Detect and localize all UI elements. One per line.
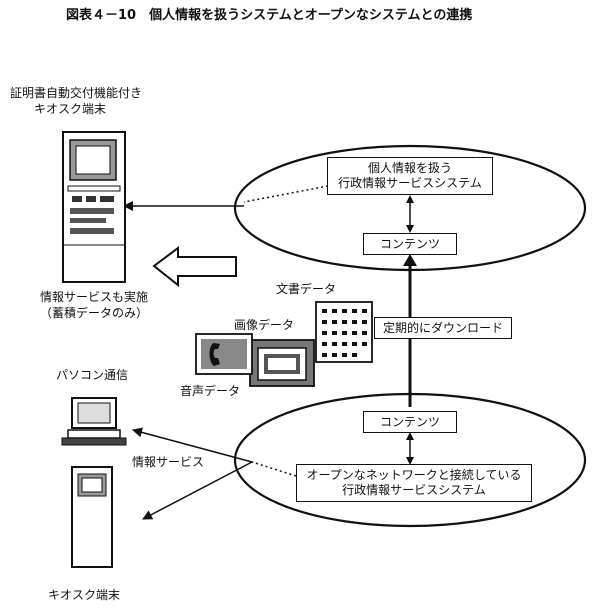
audio-data-label: 音声データ — [180, 384, 241, 398]
lower-system-box: オープンなネットワークと接続している 行政情報サービスシステム — [296, 464, 532, 502]
lower-dotted-link — [251, 461, 297, 477]
bottom-kiosk-icon — [71, 466, 113, 568]
pc-label: パソコン通信 — [56, 368, 129, 382]
pc-icon — [61, 397, 127, 446]
kiosk-top-label-line1: 証明書自動交付機能付き — [10, 86, 143, 100]
info-service-note-line1: 情報サービスも実施 — [40, 290, 149, 304]
upper-dotted-link — [243, 185, 329, 203]
document-data-icon — [315, 301, 373, 363]
download-label-box: 定期的にダウンロード — [374, 317, 512, 339]
document-data-label: 文書データ — [276, 282, 337, 296]
upper-system-line2: 行政情報サービスシステム — [338, 176, 482, 190]
to-pc-arrow — [132, 427, 253, 463]
image-data-label: 画像データ — [234, 318, 295, 332]
figure-title: 図表４－10 個人情報を扱うシステムとオープンなシステムとの連携 — [66, 8, 473, 23]
to-kiosk-arrow — [142, 461, 253, 520]
audio-data-icon — [195, 333, 253, 375]
kiosk-terminal-icon — [62, 131, 126, 283]
upper-system-line1: 個人情報を扱う — [367, 161, 452, 175]
lower-system-line1: オープンなネットワークと接続している — [306, 468, 522, 482]
kiosk-top-label-line2: キオスク端末 — [34, 102, 107, 116]
upper-contents-box: コンテンツ — [363, 233, 457, 255]
upper-system-box: 個人情報を扱う 行政情報サービスシステム — [327, 157, 493, 195]
kiosk-bottom-label: キオスク端末 — [48, 588, 121, 602]
info-service-note-line2: （蓄積データのみ） — [40, 306, 149, 320]
download-arrow-head — [403, 254, 417, 266]
hollow-left-arrow — [152, 246, 237, 288]
lower-system-line2: 行政情報サービスシステム — [342, 483, 486, 497]
image-data-icon — [249, 339, 315, 387]
lower-contents-box: コンテンツ — [363, 411, 457, 433]
info-service-label: 情報サービス — [132, 455, 205, 469]
